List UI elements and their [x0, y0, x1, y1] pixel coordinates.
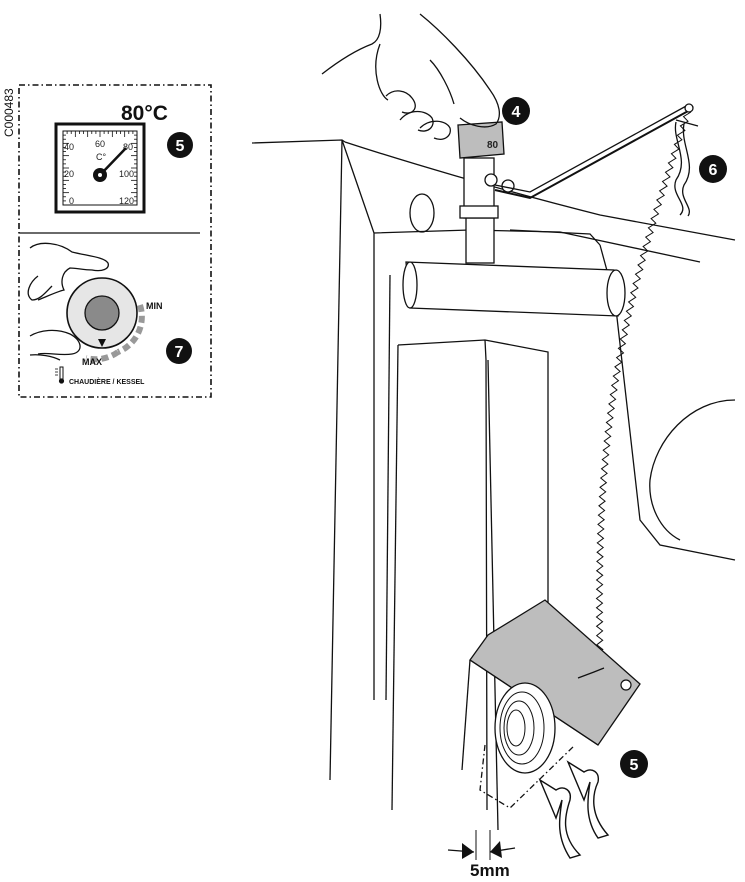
- regulator-lever: [494, 109, 691, 200]
- callout-chain-number: 6: [709, 162, 718, 179]
- cabinet-hole: [409, 193, 435, 233]
- cabinet-inner-edge: [373, 229, 701, 263]
- callout-chain: [699, 155, 727, 183]
- horizontal-pipe: [405, 261, 619, 317]
- hand-icon: [29, 242, 109, 301]
- chain: [595, 111, 699, 669]
- air-flap: [461, 599, 641, 809]
- thermometer-icon: [55, 366, 65, 384]
- gauge-tick-100: 100: [119, 169, 134, 179]
- side-port: [649, 399, 736, 541]
- collar-value: 80: [487, 140, 499, 151]
- knob-min-label: MIN: [146, 301, 163, 311]
- knob-center: [84, 295, 120, 331]
- thermostat-knob: MIN MAX: [27, 242, 163, 367]
- knob-max-label: MAX: [82, 357, 102, 367]
- dimension-marker: [447, 830, 516, 860]
- callout-gauge: [167, 132, 193, 158]
- callout-regulator: [502, 97, 530, 125]
- dimension-label: 5mm: [470, 861, 510, 880]
- top-hand-icon: [321, 13, 382, 75]
- vertical-beam: [397, 339, 549, 700]
- temperature-label: 80°C: [121, 102, 168, 125]
- boiler-illustration: 80: [251, 13, 736, 880]
- callout-regulator-number: 4: [512, 104, 521, 121]
- callout-knob: [166, 338, 192, 364]
- cabinet-top-edge: [251, 139, 346, 144]
- gauge-tick-120: 120: [119, 196, 134, 206]
- inset-panel: C000483 80°C 40 60 80 20 100 0 120 C° 5: [2, 84, 212, 398]
- doc-code: C000483: [2, 88, 16, 137]
- flap-open-outline: [479, 744, 576, 809]
- regulator-collar: [457, 121, 505, 159]
- inset-frame: [18, 84, 212, 398]
- knob-pointer-icon: [98, 339, 106, 347]
- knob-scale-arc: [116, 304, 145, 355]
- callout-flap-number: 5: [630, 757, 639, 774]
- gauge-tick-20: 20: [64, 169, 74, 179]
- gauge-tick-60: 60: [95, 139, 105, 149]
- gauge-needle: [100, 147, 127, 175]
- airflow-arrows: [538, 760, 610, 859]
- callout-flap: [620, 750, 648, 778]
- thermometer-gauge: 40 60 80 20 100 0 120 C°: [54, 122, 146, 214]
- gauge-tick-0: 0: [69, 196, 74, 206]
- boiler-label: CHAUDIÈRE / KESSEL: [69, 377, 145, 386]
- gauge-tick-40: 40: [64, 142, 74, 152]
- callout-knob-number: 7: [175, 344, 184, 361]
- gauge-tick-80: 80: [123, 142, 133, 152]
- draught-regulator: 80: [457, 103, 694, 264]
- gauge-unit: C°: [96, 152, 106, 162]
- callout-gauge-number: 5: [176, 138, 185, 155]
